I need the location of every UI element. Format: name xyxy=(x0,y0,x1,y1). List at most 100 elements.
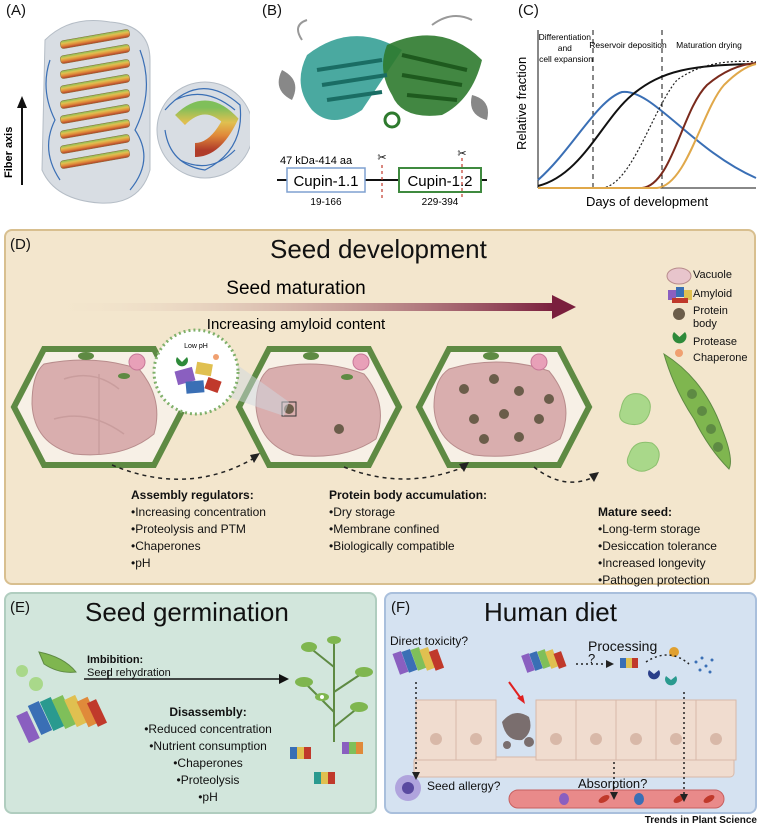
maturation-arrow xyxy=(44,303,554,311)
seed-rehydration-label: Seed rehydration xyxy=(87,667,171,679)
black-curve xyxy=(537,63,757,187)
blood-cells xyxy=(559,793,715,805)
mature-seed-list: Mature seed: •Long-term storage •Desicca… xyxy=(598,504,717,589)
protease-icon xyxy=(648,670,660,680)
assembly-regulators-list: Assembly regulators: •Increasing concent… xyxy=(131,487,266,572)
disassembly-list: Disassembly: •Reduced concentration •Nut… xyxy=(128,704,288,806)
amyloid-aggregate-large xyxy=(16,694,108,744)
chaperone-icon xyxy=(675,349,683,357)
y-axis-label: Relative fraction xyxy=(514,57,529,150)
seedling-icon xyxy=(295,636,373,742)
processing-label: Processing xyxy=(588,638,658,654)
panel-c-label: (C) xyxy=(518,2,539,19)
amyloid-aggregate-toxic xyxy=(392,646,445,675)
legend-vacuole: Vacuole xyxy=(693,269,732,281)
phase-1-label: Differentiation and cell expansion xyxy=(539,32,594,64)
list-item: •Dry storage xyxy=(329,505,396,519)
absorption-label: Absorption? xyxy=(578,776,648,791)
mature-seed-pod xyxy=(619,352,731,472)
amyloid-small-fragment xyxy=(620,658,638,668)
seed-development-title: Seed development xyxy=(270,234,487,264)
low-ph-label: Low pH xyxy=(184,343,208,350)
panel-b-label: (B) xyxy=(262,2,282,19)
plant-cell-3 xyxy=(415,346,593,468)
protease-icon xyxy=(665,676,677,686)
seed-pod-small xyxy=(16,651,77,691)
cupin-structure: 47 kDa-414 aa Cupin-1.1 Cupin-1.2 ✂ ✂ 19… xyxy=(277,15,488,208)
list-item: •Proteolysis xyxy=(176,773,240,787)
legend-chaperone: Chaperone xyxy=(693,352,748,364)
scissors-icon: ✂ xyxy=(457,148,466,160)
human-diet-title: Human diet xyxy=(484,597,617,627)
amyloid-aggregate-processed xyxy=(521,649,567,673)
legend-amyloid: Amyloid xyxy=(693,288,733,300)
panel-e-label: (E) xyxy=(10,599,30,616)
legend-protease: Protease xyxy=(693,336,738,348)
cupin-1-1-range: 19-166 xyxy=(310,197,342,208)
list-item: •Chaperones xyxy=(173,756,243,770)
cupin-1-2-range: 229-394 xyxy=(422,197,459,208)
transition-arrow xyxy=(343,466,465,480)
imbibition-label: Imbibition: xyxy=(87,654,144,666)
list-header: Mature seed: xyxy=(598,505,673,519)
journal-footer: Trends in Plant Science xyxy=(644,815,757,826)
fiber-side-view xyxy=(41,19,151,204)
legend-protein-body: Protein body xyxy=(693,305,728,330)
list-item: •Increased longevity xyxy=(598,556,706,570)
damaged-cell xyxy=(502,713,534,749)
list-item: •Increasing concentration xyxy=(131,505,266,519)
list-item: •Chaperones xyxy=(131,539,201,553)
seed-germination-title: Seed germination xyxy=(85,597,289,627)
human-diet-diagram xyxy=(392,646,737,809)
panel-a-label: (A) xyxy=(6,2,26,19)
protease-icon xyxy=(669,647,679,657)
list-item: •pH xyxy=(198,790,218,804)
list-item: •Membrane confined xyxy=(329,522,440,536)
list-item: •Reduced concentration xyxy=(144,722,272,736)
brown-curve xyxy=(538,62,757,189)
amyloid-fiber-structure: Fiber axis xyxy=(3,19,250,204)
low-ph-bubble: Low pH xyxy=(152,328,240,416)
cupin-1-1-domain xyxy=(286,167,366,193)
list-item: •Desiccation tolerance xyxy=(598,539,717,553)
plant-cell-2 xyxy=(235,346,403,468)
panel-f-label: (F) xyxy=(391,599,411,616)
list-header: Disassembly: xyxy=(169,705,247,719)
transition-arrow xyxy=(533,466,595,483)
list-header: Assembly regulators: xyxy=(131,488,254,502)
list-item: •Proteolysis and PTM xyxy=(131,522,246,536)
phase-3-label: Maturation drying xyxy=(676,40,742,50)
seed-germination-diagram xyxy=(16,636,373,784)
fiber-top-view xyxy=(156,81,250,179)
amyloid-content-label: Increasing amyloid content xyxy=(207,316,386,333)
protein-size-label: 47 kDa-414 aa xyxy=(280,155,353,167)
processing-question: ? xyxy=(588,651,596,666)
x-axis-label: Days of development xyxy=(586,194,709,209)
fiber-axis-label: Fiber axis xyxy=(3,127,15,178)
fiber-axis-indicator: Fiber axis xyxy=(3,96,27,185)
list-item: •pH xyxy=(131,556,151,570)
protein-body-list: Protein body accumulation: •Dry storage … xyxy=(329,487,487,555)
plant-cell-1 xyxy=(10,346,188,468)
vacuole-icon xyxy=(666,267,692,285)
list-item: •Pathogen protection xyxy=(598,573,710,587)
seed-development-diagram: Seed maturation Increasing amyloid conte… xyxy=(10,267,731,483)
seed-allergy-label: Seed allergy? xyxy=(427,779,501,793)
transition-arrow xyxy=(111,456,257,480)
orange-curve xyxy=(538,63,757,189)
list-item: •Nutrient consumption xyxy=(149,739,267,753)
maturation-arrow-head xyxy=(552,295,576,319)
cupin-1-1-label: Cupin-1.1 xyxy=(293,173,358,190)
development-curve-chart: Differentiation and cell expansion Reser… xyxy=(514,30,757,209)
dotted-curve xyxy=(538,60,757,189)
direct-toxicity-label: Direct toxicity? xyxy=(390,634,469,648)
peptide-fragments xyxy=(694,656,714,674)
protein-body-icon xyxy=(673,308,685,320)
amyloid-fragment xyxy=(290,742,363,784)
amyloid-icon xyxy=(668,287,692,303)
panel-d-label: (D) xyxy=(10,236,31,253)
blue-curve xyxy=(537,90,757,181)
cupin-1-2-label: Cupin-1.2 xyxy=(407,173,472,190)
list-header: Protein body accumulation: xyxy=(329,488,488,502)
scissors-icon: ✂ xyxy=(377,152,386,164)
